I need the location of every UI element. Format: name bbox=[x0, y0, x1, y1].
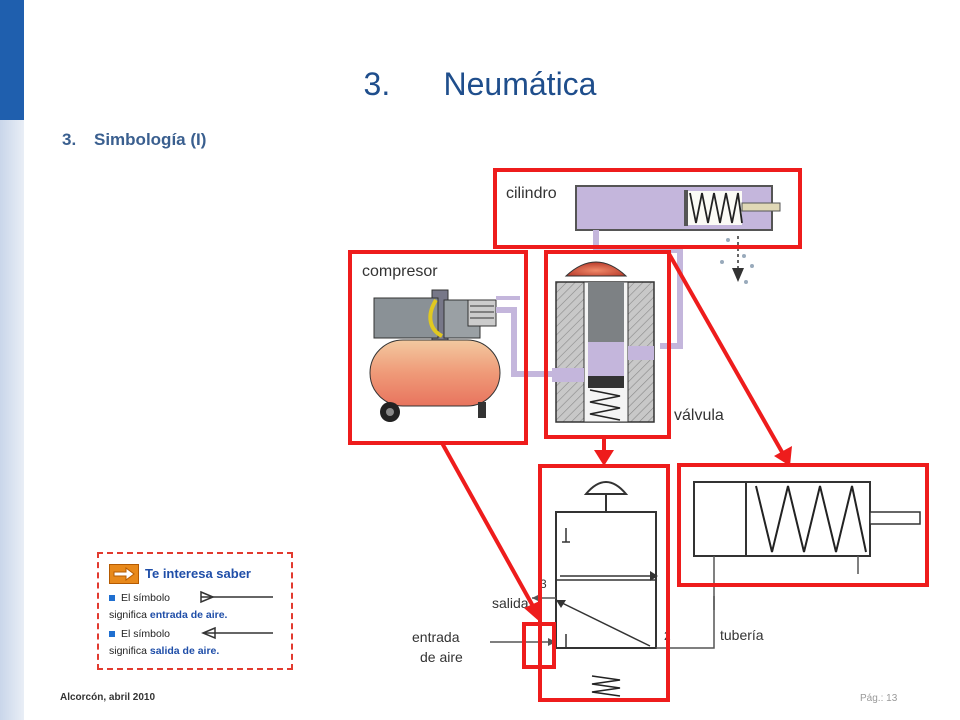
info-line-1-text: El símbolo bbox=[121, 592, 171, 604]
subtitle-text: Simbología (I) bbox=[94, 130, 207, 149]
arrowhead-valvula bbox=[594, 450, 614, 466]
accent-bar-top bbox=[0, 0, 24, 120]
exhaust-air-icon bbox=[720, 236, 754, 284]
label-valvula: válvula bbox=[674, 407, 724, 424]
inlet-symbol-icon bbox=[200, 590, 273, 604]
info-line-4-bold: salida de aire. bbox=[149, 645, 220, 657]
port-label-3: 3 bbox=[540, 577, 547, 591]
highlight-arrows bbox=[440, 251, 792, 622]
footer-page-number: Pág.: 13 bbox=[860, 693, 898, 704]
valve-symbol bbox=[555, 481, 658, 697]
compressor-illustration bbox=[369, 289, 552, 422]
info-line-2: significa entrada de aire. bbox=[109, 609, 227, 621]
info-line-3: El símbolo bbox=[109, 628, 170, 640]
cylinder-symbol bbox=[693, 481, 921, 610]
arrow-compresor-to-inlet bbox=[440, 442, 536, 609]
highlight-frames bbox=[348, 168, 929, 702]
info-line-4: significa salida de aire. bbox=[109, 645, 219, 657]
label-cilindro: cilindro bbox=[506, 185, 557, 202]
arrowhead-compresor bbox=[524, 600, 542, 622]
cylinder-illustration bbox=[575, 185, 781, 349]
arrow-right-icon bbox=[109, 564, 139, 584]
highlight-frame-cylinder-symbol bbox=[677, 463, 929, 587]
info-line-1: El símbolo bbox=[109, 592, 170, 604]
label-entrada-line1: entrada bbox=[412, 629, 460, 645]
title-text: Neumática bbox=[443, 66, 597, 102]
title-number: 3. bbox=[363, 66, 391, 102]
valve-illustration bbox=[552, 261, 655, 423]
arrow-cilindro-to-symbol bbox=[666, 251, 784, 453]
bullet-icon bbox=[109, 595, 115, 601]
label-entrada-line2: de aire bbox=[420, 649, 463, 665]
info-line-2-prefix: significa bbox=[109, 609, 150, 621]
info-box-title: Te interesa saber bbox=[145, 566, 251, 581]
subtitle-number: 3. bbox=[62, 130, 77, 149]
footer-location-date: Alcorcón, abril 2010 bbox=[60, 692, 156, 703]
arrowhead-cilindro bbox=[774, 446, 792, 466]
info-box: Te interesa saber El símbolo significa e… bbox=[97, 552, 293, 670]
outlet-symbol-icon bbox=[201, 626, 273, 640]
bullet-icon bbox=[109, 631, 115, 637]
highlight-frame-inlet bbox=[522, 622, 556, 669]
label-salida: salida bbox=[492, 595, 529, 611]
info-line-4-prefix: significa bbox=[109, 645, 150, 657]
info-line-2-bold: entrada de aire. bbox=[149, 609, 228, 621]
info-line-3-text: El símbolo bbox=[121, 628, 171, 640]
info-box-header: Te interesa saber bbox=[109, 564, 281, 586]
highlight-frame-valvula bbox=[544, 250, 671, 439]
label-compresor: compresor bbox=[362, 263, 438, 280]
slide-subtitle: 3. Simbología (I) bbox=[62, 130, 206, 150]
label-tuberia: tubería bbox=[720, 627, 764, 643]
accent-bar-bottom bbox=[0, 120, 24, 720]
highlight-frame-cilindro bbox=[493, 168, 802, 249]
slide-title: 3. Neumática bbox=[0, 66, 960, 103]
highlight-frame-compresor bbox=[348, 250, 528, 445]
